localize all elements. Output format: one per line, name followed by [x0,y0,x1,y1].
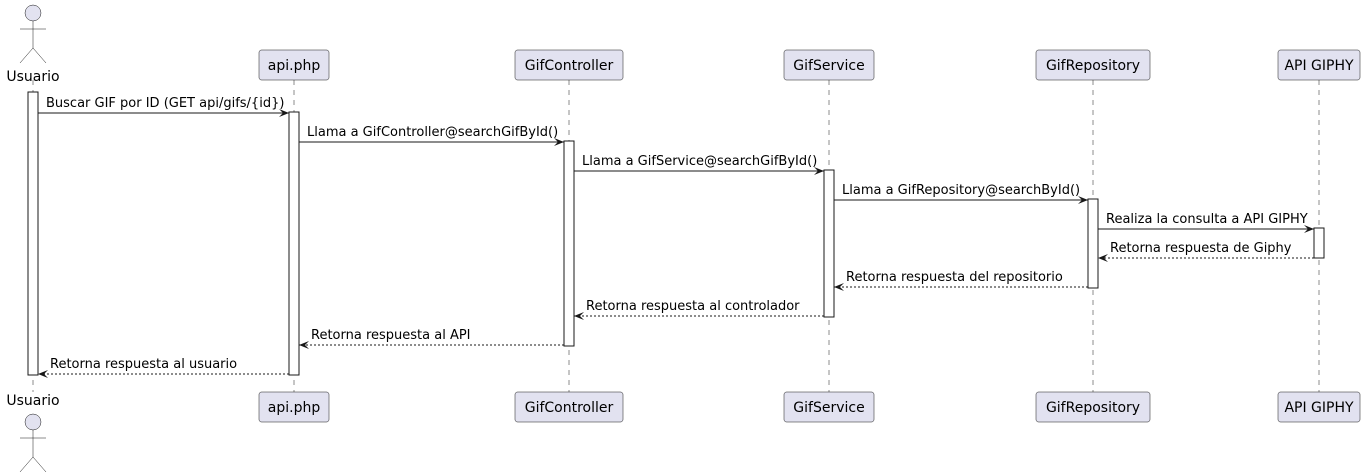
arrowhead-icon [279,109,289,117]
person-icon [24,413,42,431]
activation-usuario [27,91,39,376]
participant-box [514,391,624,423]
participant-repository-top: GifRepository [1035,49,1151,81]
activation-service [823,169,835,318]
participant-label: GifController [525,400,614,416]
arrowhead-icon [554,138,564,146]
message-arrow: Llama a GifRepository@searchById() [834,183,1088,204]
actor-bottom: Usuario [6,393,60,472]
arrowhead-icon [299,341,309,349]
activation-api [288,111,300,376]
participant-giphy-bottom: API GIPHY [1277,391,1361,423]
arrowhead-icon [834,283,844,291]
arrowhead-icon [574,312,584,320]
participant-service-bottom: GifService [783,391,875,423]
message-label: Llama a GifRepository@searchById() [842,183,1080,198]
participant-service-top: GifService [783,49,875,81]
activation-controller [563,140,575,347]
message-arrow: Retorna respuesta al API [299,328,564,349]
actor-label: Usuario [6,69,59,85]
person-icon [24,4,42,22]
message-arrow: Retorna respuesta al controlador [574,299,824,320]
participant-api-bottom: api.php [258,391,330,423]
message-arrow: Realiza la consulta a API GIPHY [1098,212,1314,233]
participant-box [783,391,875,423]
message-label: Retorna respuesta al usuario [50,357,237,372]
participant-box [514,49,624,81]
participant-giphy-top: API GIPHY [1277,49,1361,81]
activation-repository [1087,198,1099,289]
participant-label: GifService [793,58,864,74]
participant-api-top: api.php [258,49,330,81]
participant-repository-bottom: GifRepository [1035,391,1151,423]
participant-box [1035,391,1151,423]
message-label: Realiza la consulta a API GIPHY [1106,212,1308,227]
arrowhead-icon [1304,225,1314,233]
participant-label: API GIPHY [1284,400,1354,416]
participant-label: GifRepository [1046,400,1140,416]
message-label: Llama a GifService@searchGifById() [582,154,817,169]
message-label: Llama a GifController@searchGifById() [307,125,558,140]
activation-giphy [1313,227,1325,259]
participant-box [258,49,330,81]
participant-controller-top: GifController [514,49,624,81]
participant-label: GifController [525,58,614,74]
participant-box [258,391,330,423]
participant-box [1277,49,1361,81]
message-arrow: Llama a GifController@searchGifById() [299,125,564,146]
message-label: Retorna respuesta de Giphy [1110,241,1292,256]
message-arrow: Llama a GifService@searchGifById() [574,154,824,175]
message-label: Retorna respuesta al controlador [586,299,800,314]
participant-label: api.php [268,58,321,74]
participant-box [783,49,875,81]
arrowhead-icon [814,167,824,175]
participant-controller-bottom: GifController [514,391,624,423]
arrowhead-icon [1098,254,1108,262]
participant-box [1035,49,1151,81]
message-arrow: Retorna respuesta al usuario [38,357,289,378]
message-label: Buscar GIF por ID (GET api/gifs/{id}) [46,96,284,111]
arrowhead-icon [1078,196,1088,204]
participant-label: API GIPHY [1284,58,1354,74]
message-arrow: Retorna respuesta del repositorio [834,270,1088,291]
message-label: Retorna respuesta al API [311,328,471,343]
actor-label: Usuario [6,393,59,409]
participant-label: GifRepository [1046,58,1140,74]
participant-box [1277,391,1361,423]
arrowhead-icon [38,370,48,378]
participant-label: api.php [268,400,321,416]
message-arrow: Retorna respuesta de Giphy [1098,241,1314,262]
actor-top: Usuario [6,4,60,85]
participant-label: GifService [793,400,864,416]
message-arrow: Buscar GIF por ID (GET api/gifs/{id}) [38,96,289,117]
message-label: Retorna respuesta del repositorio [846,270,1063,285]
